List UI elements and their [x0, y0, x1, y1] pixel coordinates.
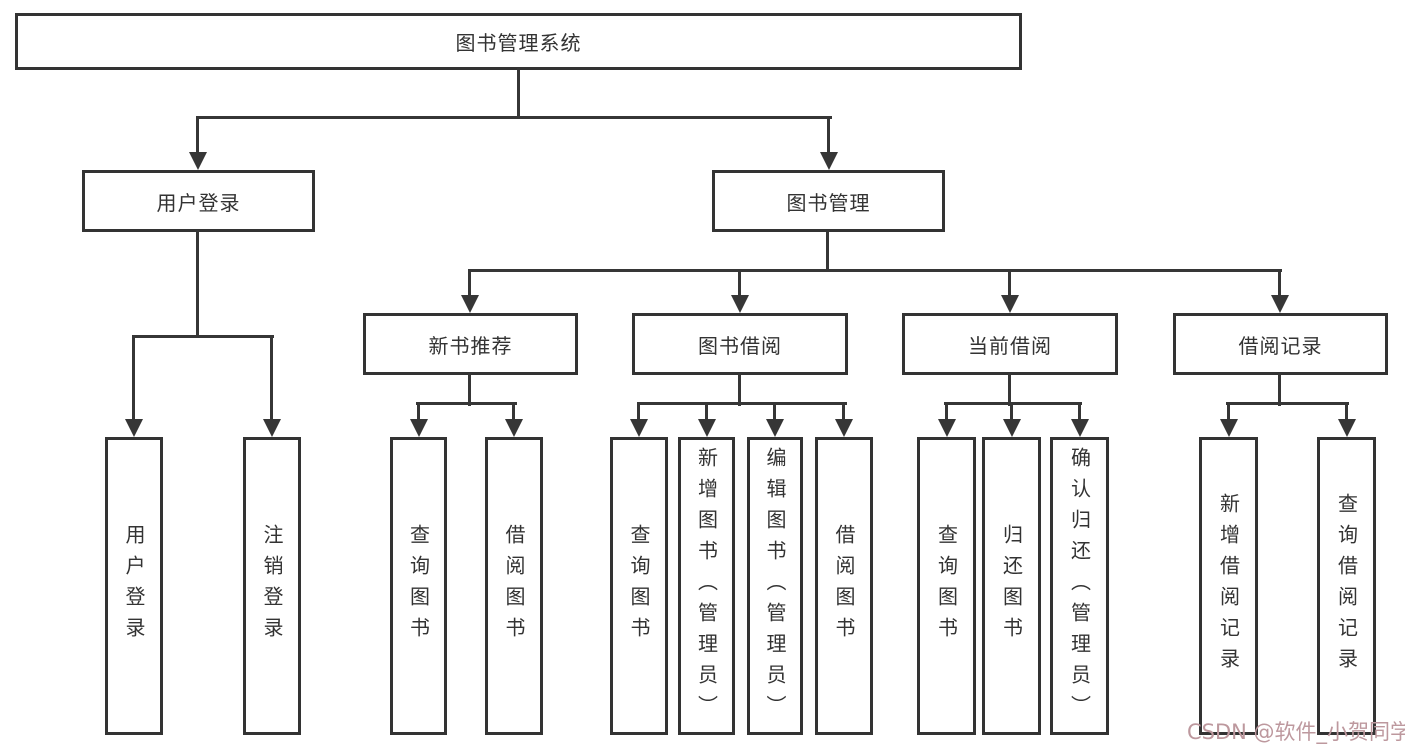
- connector-drop-br-add: [1227, 404, 1230, 421]
- leaf-br-add-record: 新增借阅记录: [1199, 437, 1258, 735]
- leaf-bb-query-books: 查询图书: [610, 437, 668, 735]
- connector-current-borrow-stem: [1008, 373, 1011, 406]
- leaf-br-add-record-label: 新增借阅记录: [1216, 493, 1241, 679]
- connector-new-books-stem: [468, 373, 471, 406]
- node-book-borrow: 图书借阅: [632, 313, 848, 375]
- arrowhead-book-management-icon: [820, 152, 838, 170]
- leaf-user-login-label: 用户登录: [122, 524, 146, 648]
- connector-drop-leaf-login: [132, 337, 135, 421]
- node-current-borrow: 当前借阅: [902, 313, 1118, 375]
- node-borrow-records: 借阅记录: [1173, 313, 1388, 375]
- connector-borrow-records-stem: [1278, 373, 1281, 406]
- leaf-bb-edit-books-admin: 编辑图书（管理员）: [747, 437, 803, 735]
- leaf-cb-query-books: 查询图书: [917, 437, 976, 735]
- leaf-user-login: 用户登录: [105, 437, 163, 735]
- arrowhead-cb-query-icon: [938, 419, 956, 437]
- arrowhead-current-borrow-icon: [1001, 295, 1019, 313]
- arrowhead-user-login-icon: [189, 152, 207, 170]
- connector-drop-nb-query: [417, 404, 420, 421]
- leaf-bb-edit-books-admin-label: 编辑图书（管理员）: [763, 446, 787, 726]
- csdn-watermark: CSDN @软件_小贺同学: [1187, 720, 1405, 744]
- arrowhead-bb-query-icon: [630, 419, 648, 437]
- node-current-borrow-label: 当前借阅: [968, 333, 1052, 358]
- connector-drop-nb-borrow: [512, 404, 515, 421]
- connector-drop-bb-borrow: [842, 404, 845, 421]
- node-user-login: 用户登录: [82, 170, 315, 232]
- node-borrow-records-label: 借阅记录: [1238, 333, 1323, 358]
- arrowhead-br-add-icon: [1220, 419, 1238, 437]
- connector-user-login-rail: [132, 335, 274, 338]
- connector-level1-rail: [196, 116, 832, 119]
- connector-drop-book-borrow: [738, 271, 741, 297]
- leaf-cb-return-books: 归还图书: [982, 437, 1041, 735]
- leaf-bb-query-books-label: 查询图书: [627, 524, 651, 648]
- leaf-br-query-record-label: 查询借阅记录: [1334, 493, 1359, 679]
- leaf-br-query-record: 查询借阅记录: [1317, 437, 1376, 735]
- connector-drop-bb-query: [637, 404, 640, 421]
- node-book-management: 图书管理: [712, 170, 945, 232]
- leaf-nb-borrow-books-label: 借阅图书: [502, 524, 526, 648]
- leaf-cb-confirm-return-admin-label: 确认归还（管理员）: [1067, 446, 1092, 726]
- node-new-book-recommend-label: 新书推荐: [428, 333, 513, 358]
- connector-drop-user-login: [196, 116, 199, 154]
- arrowhead-bb-add-icon: [698, 419, 716, 437]
- connector-drop-bb-add: [705, 404, 708, 421]
- leaf-bb-borrow-books-label: 借阅图书: [832, 524, 856, 648]
- node-root-label: 图书管理系统: [455, 31, 582, 55]
- connector-book-borrow-rail: [637, 402, 847, 405]
- leaf-cb-return-books-label: 归还图书: [999, 524, 1024, 648]
- arrowhead-cb-confirm-icon: [1071, 419, 1089, 437]
- arrowhead-bb-borrow-icon: [835, 419, 853, 437]
- arrowhead-cb-return-icon: [1003, 419, 1021, 437]
- connector-current-borrow-rail: [944, 402, 1082, 405]
- connector-drop-leaf-logout: [270, 337, 273, 421]
- arrowhead-leaf-logout-icon: [263, 419, 281, 437]
- arrowhead-new-books-icon: [461, 295, 479, 313]
- arrowhead-nb-borrow-icon: [505, 419, 523, 437]
- connector-new-books-rail: [416, 402, 517, 405]
- node-new-book-recommend: 新书推荐: [363, 313, 578, 375]
- connector-drop-cb-confirm: [1078, 404, 1081, 421]
- connector-user-login-stem: [196, 230, 199, 338]
- leaf-nb-borrow-books: 借阅图书: [485, 437, 543, 735]
- leaf-logout: 注销登录: [243, 437, 301, 735]
- arrowhead-borrow-records-icon: [1271, 295, 1289, 313]
- node-root: 图书管理系统: [15, 13, 1022, 70]
- connector-root-stem: [517, 68, 520, 118]
- connector-level2-rail: [468, 269, 1282, 272]
- connector-book-management-stem: [826, 232, 829, 271]
- leaf-bb-borrow-books: 借阅图书: [815, 437, 873, 735]
- connector-borrow-records-rail: [1226, 402, 1349, 405]
- connector-drop-new-books: [468, 271, 471, 297]
- leaf-logout-label: 注销登录: [260, 524, 284, 648]
- leaf-nb-query-books: 查询图书: [390, 437, 447, 735]
- leaf-cb-query-books-label: 查询图书: [934, 524, 959, 648]
- arrowhead-bb-edit-icon: [766, 419, 784, 437]
- connector-drop-br-query: [1345, 404, 1348, 421]
- connector-drop-bb-edit: [773, 404, 776, 421]
- connector-drop-book-management: [827, 116, 830, 154]
- node-book-borrow-label: 图书借阅: [698, 333, 782, 358]
- node-user-login-label: 用户登录: [156, 190, 241, 215]
- connector-drop-borrow-records: [1278, 271, 1281, 297]
- connector-drop-cb-query: [945, 404, 948, 421]
- connector-drop-cb-return: [1010, 404, 1013, 421]
- leaf-bb-add-books-admin: 新增图书（管理员）: [678, 437, 735, 735]
- connector-drop-current-borrow: [1008, 271, 1011, 297]
- arrowhead-book-borrow-icon: [731, 295, 749, 313]
- leaf-bb-add-books-admin-label: 新增图书（管理员）: [694, 446, 719, 726]
- leaf-cb-confirm-return-admin: 确认归还（管理员）: [1050, 437, 1109, 735]
- arrowhead-leaf-login-icon: [125, 419, 143, 437]
- node-book-management-label: 图书管理: [786, 190, 871, 215]
- arrowhead-nb-query-icon: [410, 419, 428, 437]
- leaf-nb-query-books-label: 查询图书: [406, 524, 431, 648]
- connector-book-borrow-stem: [738, 373, 741, 406]
- arrowhead-br-query-icon: [1338, 419, 1356, 437]
